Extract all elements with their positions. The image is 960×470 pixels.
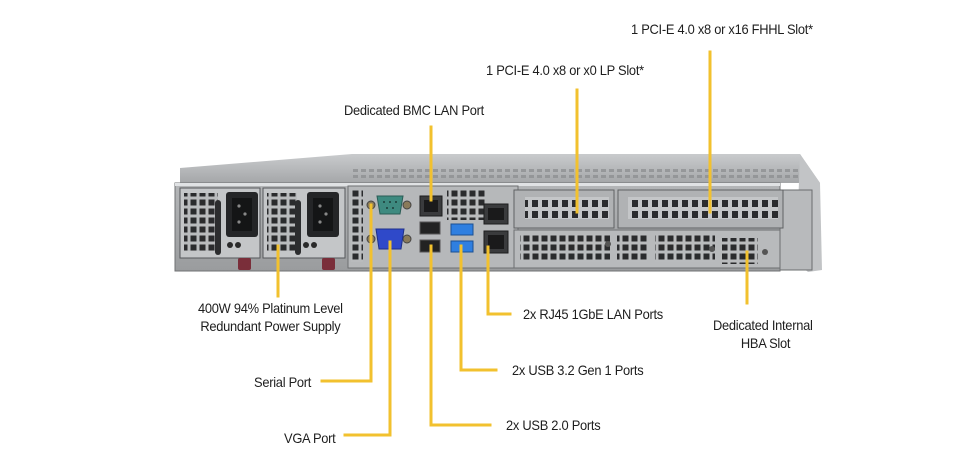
label-psu: 400W 94% Platinum Level Redundant Power … (198, 299, 343, 335)
label-rj45: 2x RJ45 1GbE LAN Ports (523, 306, 663, 322)
label-psu-line2: Redundant Power Supply (200, 318, 341, 334)
label-usb3: 2x USB 3.2 Gen 1 Ports (512, 362, 644, 378)
leader-usb3 (459, 244, 498, 372)
leader-vga (343, 240, 392, 437)
label-usb2: 2x USB 2.0 Ports (506, 417, 601, 433)
rj45-port-icon (483, 203, 509, 225)
hba-slot-area (513, 229, 781, 269)
leader-lines (276, 50, 749, 437)
label-pcie-lp: 1 PCI-E 4.0 x8 or x0 LP Slot* (486, 62, 644, 78)
leader-usb2 (429, 244, 492, 427)
usb3-port-icon (450, 223, 474, 236)
pcie-fhhl-slot (617, 189, 784, 229)
top-vent-strip (352, 166, 807, 178)
label-vga: VGA Port (284, 430, 336, 446)
label-pcie-fhhl: 1 PCI-E 4.0 x8 or x16 FHHL Slot* (631, 21, 813, 37)
label-bmc-lan: Dedicated BMC LAN Port (344, 102, 484, 118)
psu-module-1 (179, 187, 261, 270)
bmc-lan-port-icon (419, 195, 443, 217)
label-hba: Dedicated Internal HBA Slot (713, 316, 813, 352)
leader-rj45 (486, 245, 512, 316)
psu-module-2 (262, 187, 346, 270)
rj45-port-icon (483, 230, 509, 254)
label-hba-line1: Dedicated Internal (713, 317, 813, 333)
label-serial: Serial Port (254, 374, 312, 390)
usb2-port-icon (419, 221, 441, 235)
label-psu-line1: 400W 94% Platinum Level (198, 300, 343, 316)
pcie-lp-slot (513, 189, 615, 229)
label-hba-line2: HBA Slot (740, 335, 791, 351)
leader-serial (320, 203, 373, 383)
